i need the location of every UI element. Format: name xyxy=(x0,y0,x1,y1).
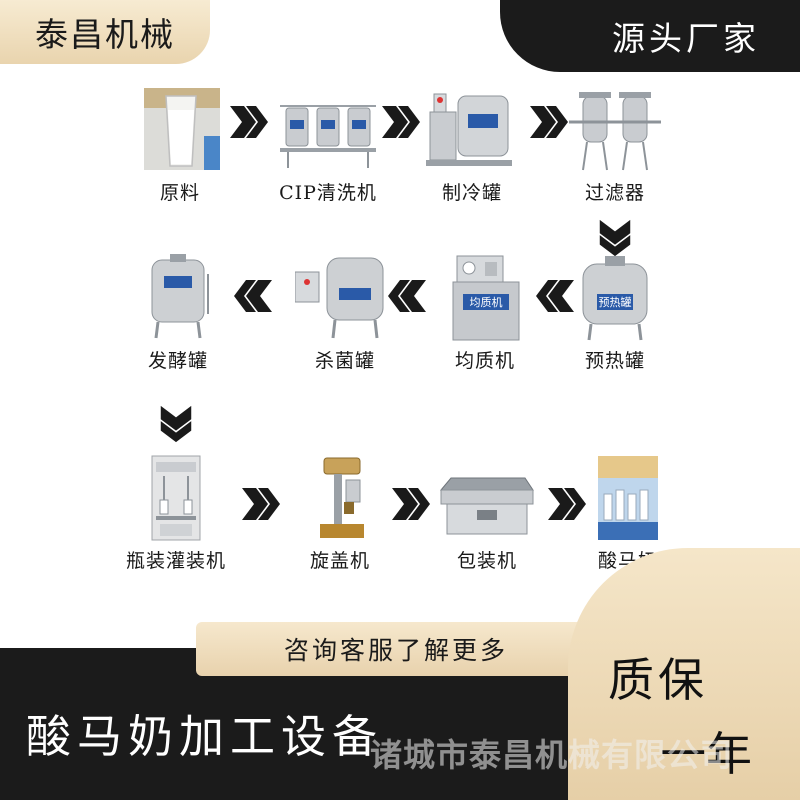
step-label: 原料 xyxy=(159,182,200,204)
company-watermark: 诸城市泰昌机械有限公司 xyxy=(370,736,734,774)
warranty-line-2: 一年 xyxy=(660,727,752,781)
cooling-tank-icon xyxy=(426,93,512,166)
chevron-down-icon xyxy=(599,219,631,257)
step-raw-material: 原料 xyxy=(105,86,255,216)
consult-service-label: 咨询客服了解更多 xyxy=(283,636,508,665)
step-label: 预热罐 xyxy=(584,350,645,372)
step-label: CIP清洗机 xyxy=(279,182,377,204)
preheat-plate: 预热罐 xyxy=(599,296,632,309)
warranty-badge: 质保 一年 xyxy=(568,548,800,800)
consult-service-button[interactable]: 咨询客服了解更多 xyxy=(196,622,596,676)
brand-tag: 泰昌机械 xyxy=(0,0,210,64)
chevron-right-icon xyxy=(230,106,268,138)
sterilizer-icon xyxy=(295,257,384,339)
step-packaging: 包装机 xyxy=(412,454,562,584)
step-capper: 旋盖机 xyxy=(265,454,415,584)
fermenter-icon xyxy=(151,254,209,339)
step-label: 瓶装灌装机 xyxy=(125,550,226,572)
chevron-left-icon xyxy=(234,280,272,312)
chevron-right-icon xyxy=(392,488,430,520)
preheat-tank-icon: 预热罐 xyxy=(582,256,648,341)
cip-tanks-icon xyxy=(280,105,376,168)
chevron-right-icon xyxy=(530,106,568,138)
step-label: 旋盖机 xyxy=(309,550,370,572)
step-filter: 过滤器 xyxy=(540,86,690,216)
step-cooling-tank: 制冷罐 xyxy=(397,86,547,216)
step-label: 包装机 xyxy=(456,550,517,572)
homogenizer-icon: 均质机 xyxy=(452,255,520,341)
step-fermenter: 发酵罐 xyxy=(103,254,253,384)
warranty-line-1: 质保 xyxy=(608,653,708,707)
chevron-right-icon xyxy=(548,488,586,520)
homogenizer-plate: 均质机 xyxy=(470,295,503,309)
source-factory-badge: 源头厂家 xyxy=(500,0,800,72)
brand-name: 泰昌机械 xyxy=(35,15,175,54)
filling-machine-icon xyxy=(151,455,201,541)
step-preheat-tank: 预热罐 预热罐 xyxy=(540,254,690,384)
chevron-right-icon xyxy=(242,488,280,520)
step-label: 发酵罐 xyxy=(147,350,208,372)
step-label: 制冷罐 xyxy=(441,182,502,204)
step-cip-cleaner: CIP清洗机 xyxy=(253,86,403,216)
step-homogenizer: 均质机 均质机 xyxy=(410,254,560,384)
step-label: 杀菌罐 xyxy=(314,350,375,372)
source-factory-text: 源头厂家 xyxy=(612,19,760,58)
filter-icon xyxy=(569,92,661,171)
chevron-left-icon xyxy=(536,280,574,312)
step-sterilizer: 杀菌罐 xyxy=(270,254,420,384)
packaging-machine-icon xyxy=(439,477,534,535)
product-title: 酸马奶加工设备 xyxy=(26,710,384,763)
step-label: 均质机 xyxy=(454,350,515,372)
step-bottle-filler: 瓶装灌装机 xyxy=(101,454,251,584)
step-label: 过滤器 xyxy=(584,182,645,204)
chevron-right-icon xyxy=(382,106,420,138)
chevron-down-icon xyxy=(160,405,192,443)
chevron-left-icon xyxy=(388,280,426,312)
milk-glass-icon xyxy=(144,88,220,170)
product-bottles-icon xyxy=(598,456,658,540)
capping-machine-icon xyxy=(320,457,364,538)
